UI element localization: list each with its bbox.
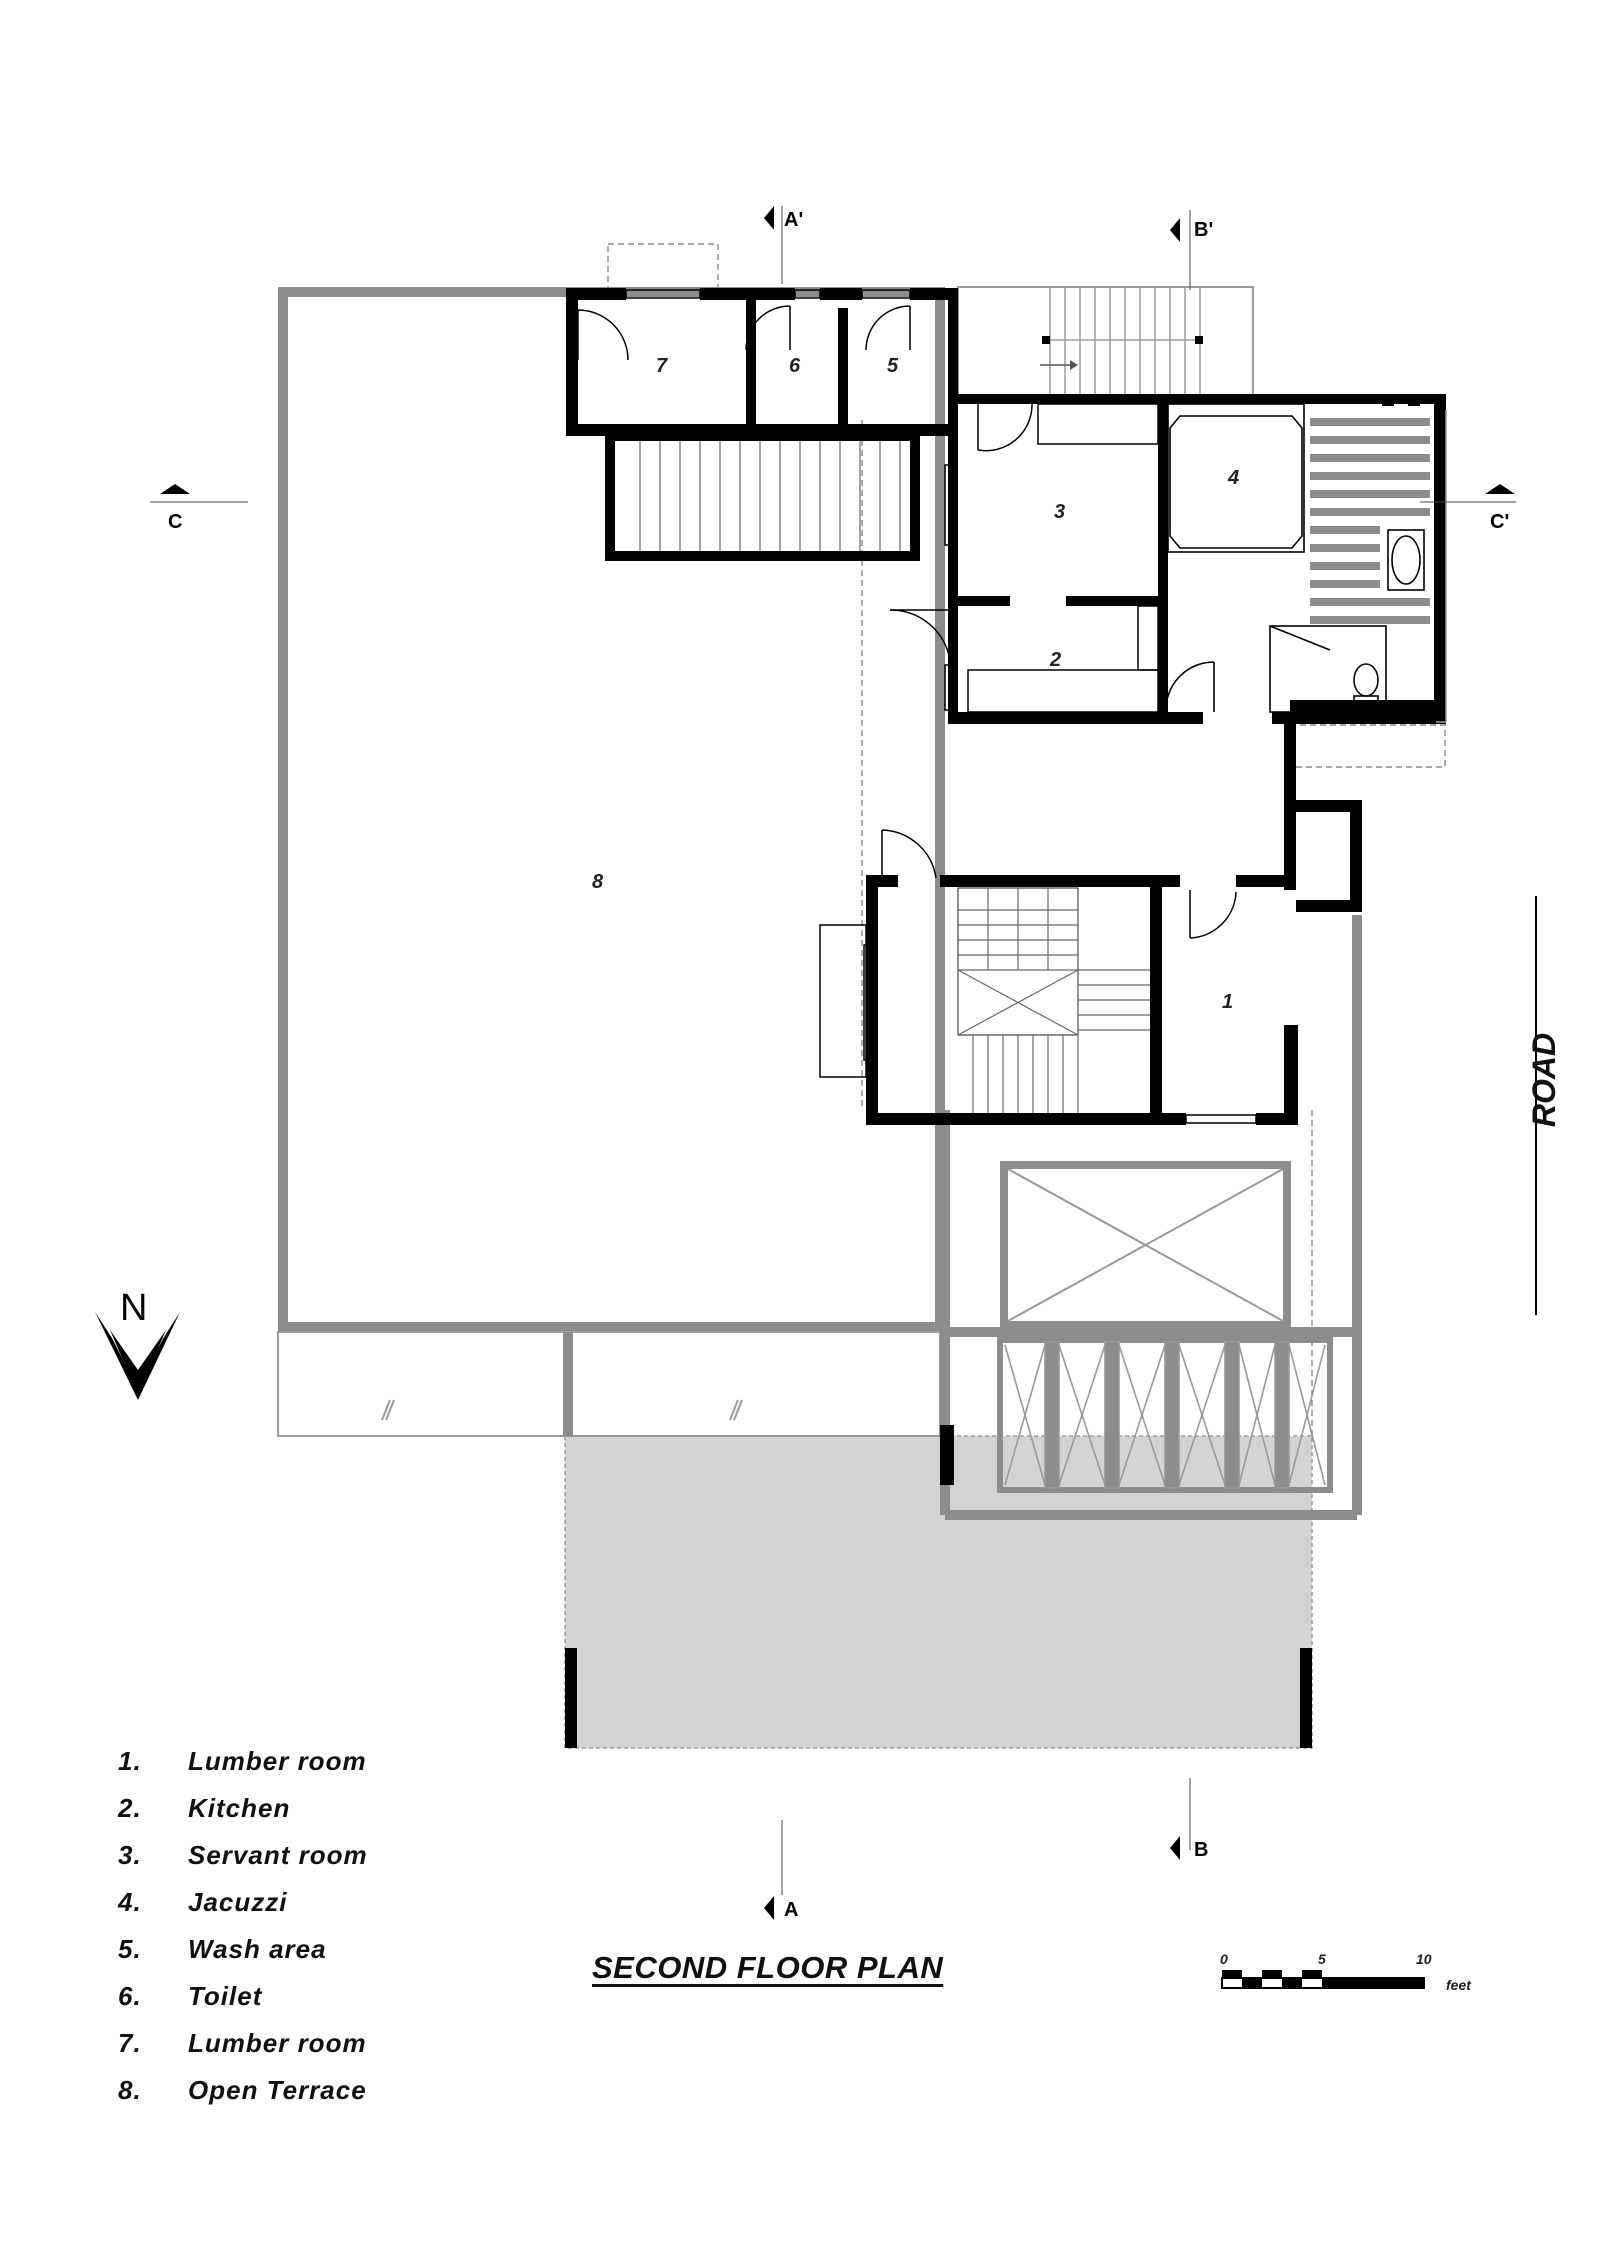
stair-node: [1195, 336, 1203, 344]
legend-text: Jacuzzi: [188, 1887, 288, 1917]
legend-item: 2. Kitchen: [118, 1785, 538, 1832]
stair-core-walls: [866, 875, 1290, 1125]
legend-item: 3. Servant room: [118, 1832, 538, 1879]
jacuzzi-corner-posts: [1382, 394, 1420, 406]
stair-core-details: [819, 887, 1150, 1113]
room-label-8: 8: [592, 871, 604, 893]
legend-item: 6. Toilet: [118, 1973, 538, 2020]
legend-item: 4. Jacuzzi: [118, 1879, 538, 1926]
legend-number: 3.: [118, 1840, 142, 1870]
legend-number: 7.: [118, 2028, 142, 2058]
shaft: [1284, 722, 1362, 1125]
scale-tick-5: 5: [1318, 1951, 1326, 1967]
section-marker-c-right: C': [1490, 511, 1509, 533]
room-label-3: 3: [1054, 501, 1065, 523]
jacuzzi-fixtures: [1165, 403, 1447, 723]
service-fixtures: [889, 403, 1159, 713]
section-marker-a-bottom: A: [784, 1899, 798, 1921]
section-arrows: [160, 206, 1515, 1920]
room-label-1: 1: [1222, 991, 1233, 1013]
scale-tick-0: 0: [1220, 1951, 1228, 1967]
terrace-post-left: [565, 1648, 577, 1748]
scale-bar: [1221, 1970, 1425, 1989]
top-rooms-walls: [566, 288, 958, 436]
legend-item: 8. Open Terrace: [118, 2067, 538, 2114]
service-block-walls: [948, 394, 1446, 724]
legend-number: 5.: [118, 1934, 142, 1964]
shaded-terrace: [564, 1435, 1313, 1749]
legend-text: Lumber room: [188, 2028, 367, 2058]
jacuzzi-deck-stripes: [1310, 418, 1430, 624]
legend-text: Open Terrace: [188, 2075, 367, 2105]
road-label: ROAD: [1526, 1032, 1562, 1128]
section-marker-a-top: A': [784, 209, 803, 231]
legend-item: 7. Lumber room: [118, 2020, 538, 2067]
legend-text: Servant room: [188, 1840, 368, 1870]
legend-number: 6.: [118, 1981, 142, 2011]
room-legend: 1. Lumber room 2. Kitchen 3. Servant room 4…: [118, 1738, 538, 2114]
plan-title: SECOND FLOOR PLAN: [592, 1950, 944, 1985]
top-staircase: [957, 286, 1254, 396]
legend-text: Wash area: [188, 1934, 327, 1964]
legend-text: Lumber room: [188, 1746, 367, 1776]
lift-void: [1000, 1161, 1291, 1329]
room-label-2: 2: [1049, 649, 1061, 671]
legend-number: 1.: [118, 1746, 142, 1776]
legend-item: 5. Wash area: [118, 1926, 538, 1973]
section-marker-b-top: B': [1194, 219, 1213, 241]
planter-strip: [277, 1331, 941, 1437]
north-label: N: [120, 1287, 147, 1329]
stair-core-doors: [881, 829, 1257, 1124]
terrace-post-right: [1300, 1648, 1312, 1748]
mid-staircase: [605, 431, 920, 561]
legend-item: 1. Lumber room: [118, 1738, 538, 1785]
legend-number: 2.: [118, 1793, 142, 1823]
top-rooms-doors: [577, 305, 911, 361]
wing-dark-post: [940, 1425, 954, 1485]
room-label-6: 6: [789, 355, 801, 377]
top-rooms-windows: [625, 289, 911, 299]
room-label-4: 4: [1227, 467, 1239, 489]
legend-text: Kitchen: [188, 1793, 291, 1823]
legend-number: 4.: [118, 1887, 142, 1917]
room-label-7: 7: [656, 355, 668, 377]
section-marker-b-bottom: B: [1194, 1839, 1208, 1861]
room-label-5: 5: [887, 355, 899, 377]
section-marker-c-left: C: [168, 511, 182, 533]
legend-number: 8.: [118, 2075, 142, 2105]
scale-tick-10: 10: [1416, 1951, 1432, 1967]
scale-unit: feet: [1446, 1977, 1472, 1993]
louvre-panel: [997, 1337, 1333, 1493]
legend-text: Toilet: [188, 1981, 263, 2011]
stair-node: [1042, 336, 1050, 344]
section-lines: [150, 206, 1516, 1895]
north-arrow-icon: [95, 1312, 180, 1400]
